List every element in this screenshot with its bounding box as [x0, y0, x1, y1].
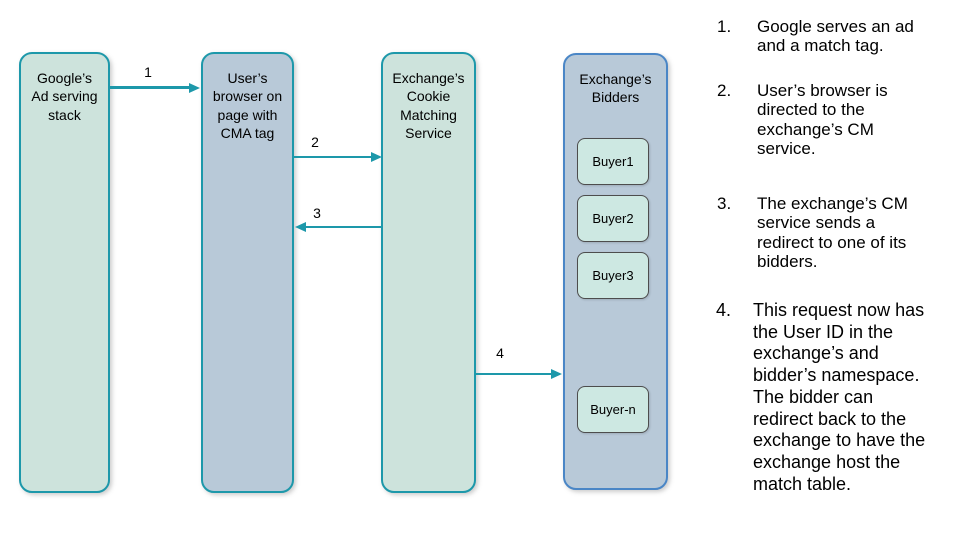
buyer-label: Buyer3 [592, 268, 634, 283]
step-item: 2. User’s browser is directed to the exc… [717, 81, 937, 158]
arrow-head-icon [295, 222, 306, 232]
arrow-line [294, 155, 372, 159]
buyer-box: Buyer1 [577, 138, 649, 185]
step-text: Google serves an ad and a match tag. [757, 17, 914, 56]
arrow-step-3 [295, 222, 382, 232]
node-label: User’s browser on page with CMA tag [212, 70, 283, 141]
arrow-head-icon [551, 369, 562, 379]
step-item: 4. This request now has the User ID in t… [716, 300, 941, 495]
buyer-box: Buyer2 [577, 195, 649, 242]
arrow-label: 1 [144, 64, 152, 80]
step-number: 4. [716, 300, 732, 320]
arrow-step-2 [294, 152, 382, 162]
arrow-step-1 [110, 82, 200, 93]
buyer-box: Buyer-n [577, 386, 649, 433]
step-item: 1. Google serves an ad and a match tag. [717, 17, 937, 56]
buyer-label: Buyer-n [590, 402, 636, 417]
node-label: Exchange’s Cookie Matching Service [392, 70, 465, 141]
step-text: The exchange’s CM service sends a redire… [757, 194, 908, 271]
node-label: Google’s Ad serving stack [31, 70, 98, 123]
step-number: 3. [717, 194, 732, 213]
arrow-head-icon [371, 152, 382, 162]
buyer-box: Buyer3 [577, 252, 649, 299]
arrow-line [474, 372, 552, 376]
step-number: 2. [717, 81, 732, 100]
arrow-line [305, 225, 382, 229]
step-number: 1. [717, 17, 732, 36]
arrow-label: 2 [311, 134, 319, 150]
arrow-head-icon [189, 82, 200, 93]
step-text: User’s browser is directed to the exchan… [757, 81, 888, 158]
arrow-label: 4 [496, 345, 504, 361]
step-text: This request now has the User ID in the … [753, 300, 926, 494]
arrow-step-4 [474, 369, 562, 379]
node-exchange-bidders: Exchange’s Bidders Buyer1 Buyer2 Buyer3 … [563, 53, 668, 490]
arrow-line [110, 86, 190, 89]
arrow-label: 3 [313, 205, 321, 221]
step-item: 3. The exchange’s CM service sends a red… [717, 194, 937, 271]
node-user-browser: User’s browser on page with CMA tag [201, 52, 294, 493]
buyer-label: Buyer2 [592, 211, 634, 226]
node-cookie-matching-service: Exchange’s Cookie Matching Service [381, 52, 476, 493]
node-google-ad-stack: Google’s Ad serving stack [19, 52, 110, 493]
node-label: Exchange’s Bidders [579, 71, 652, 106]
buyer-label: Buyer1 [592, 154, 634, 169]
